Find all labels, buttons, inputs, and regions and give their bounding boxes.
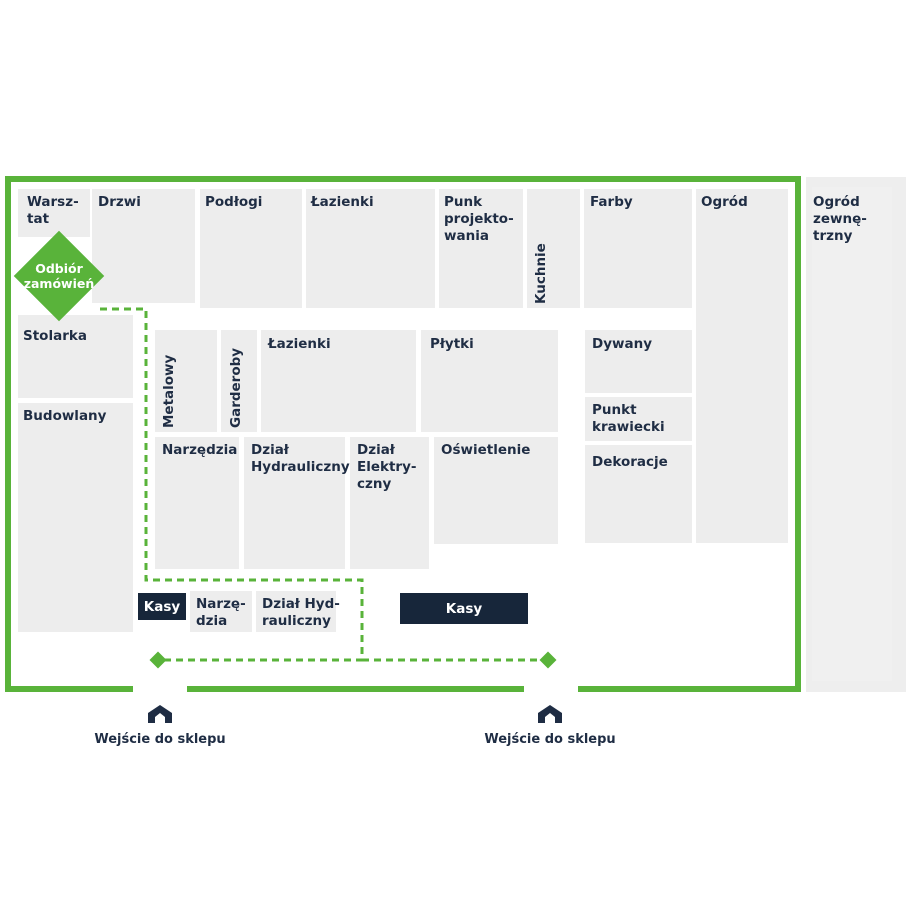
zone-label-dzial-hydrauliczny-mid: Dział Hydrauliczny bbox=[251, 442, 350, 475]
zone-metalowy[interactable] bbox=[155, 330, 217, 432]
store-wall-bottom-1 bbox=[5, 686, 133, 692]
store-wall-bottom-3 bbox=[578, 686, 801, 692]
entrance-arrow-icon bbox=[148, 705, 172, 723]
zone-label-budowlany: Budowlany bbox=[23, 408, 107, 424]
zone-budowlany[interactable] bbox=[18, 403, 133, 632]
zone-label-punkt-projektowania: Punk projekto- wania bbox=[444, 194, 514, 244]
entrance-left[interactable]: Wejście do sklepu bbox=[80, 704, 240, 747]
zone-garderoby[interactable] bbox=[221, 330, 257, 432]
pickup-label: Odbiór zamówień bbox=[23, 261, 95, 291]
zone-label-dzial-hydrauliczny-small: Dział Hyd- rauliczny bbox=[262, 596, 340, 629]
zone-label-drzwi: Drzwi bbox=[98, 194, 141, 210]
zone-dekoracje[interactable] bbox=[585, 445, 692, 543]
zone-ogrod-zewnetrzny[interactable] bbox=[812, 187, 892, 681]
zone-label-ogrod: Ogród bbox=[701, 194, 748, 210]
zone-dzial-hydrauliczny-small[interactable] bbox=[256, 591, 336, 632]
zone-drzwi[interactable] bbox=[92, 189, 195, 303]
zone-label-warsztat: Warsz- tat bbox=[27, 194, 79, 227]
zone-label-oswietlenie: Oświetlenie bbox=[441, 442, 531, 458]
zone-stolarka[interactable] bbox=[18, 315, 133, 398]
zone-oswietlenie[interactable] bbox=[434, 437, 558, 544]
entrance-left-label: Wejście do sklepu bbox=[94, 732, 226, 747]
zone-farby[interactable] bbox=[584, 189, 692, 308]
zone-dzial-hydrauliczny-mid[interactable] bbox=[244, 437, 345, 569]
zone-label-farby: Farby bbox=[590, 194, 633, 210]
zone-punkt-projektowania[interactable] bbox=[439, 189, 523, 308]
zone-label-lazienki-top: Łazienki bbox=[311, 194, 374, 210]
zone-label-stolarka: Stolarka bbox=[23, 328, 87, 344]
pickup-badge[interactable]: Odbiór zamówień bbox=[13, 230, 105, 322]
zone-label-dywany: Dywany bbox=[592, 336, 652, 352]
zone-lazienki-top[interactable] bbox=[306, 189, 435, 308]
zone-podlogi[interactable] bbox=[200, 189, 302, 308]
store-wall-left bbox=[5, 176, 11, 692]
zone-ogrod[interactable] bbox=[696, 189, 788, 543]
zone-label-dekoracje: Dekoracje bbox=[592, 454, 668, 470]
zone-label-podlogi: Podłogi bbox=[205, 194, 263, 210]
checkout-kasy-large[interactable]: Kasy bbox=[400, 593, 528, 624]
zone-narzedzia-small[interactable] bbox=[190, 591, 252, 632]
zone-label-narzedzia-small: Narzę- dzia bbox=[196, 596, 246, 629]
zone-warsztat[interactable] bbox=[18, 189, 90, 237]
zone-punkt-krawiecki[interactable] bbox=[585, 397, 692, 441]
zone-plytki[interactable] bbox=[421, 330, 558, 432]
route-node-left bbox=[149, 651, 167, 669]
zone-label-punkt-krawiecki: Punkt krawiecki bbox=[592, 402, 665, 435]
zone-dywany[interactable] bbox=[585, 330, 692, 393]
entrance-right[interactable]: Wejście do sklepu bbox=[470, 704, 630, 747]
checkout-kasy-small[interactable]: Kasy bbox=[138, 593, 186, 620]
zone-narzedzia-mid[interactable] bbox=[155, 437, 239, 569]
zone-kuchnie[interactable] bbox=[527, 189, 580, 308]
store-wall-right bbox=[795, 176, 801, 692]
zone-lazienki-mid[interactable] bbox=[261, 330, 416, 432]
zone-dzial-elektryczny[interactable] bbox=[350, 437, 429, 569]
store-wall-bottom-2 bbox=[187, 686, 524, 692]
zone-label-narzedzia-mid: Narzędzia bbox=[162, 442, 238, 458]
zone-label-ogrod-zewnetrzny: Ogród zewnę- trzny bbox=[813, 194, 867, 244]
zone-label-plytki: Płytki bbox=[430, 336, 474, 352]
entrance-right-label: Wejście do sklepu bbox=[484, 732, 616, 747]
zone-label-lazienki-mid: Łazienki bbox=[268, 336, 331, 352]
route-line bbox=[100, 307, 364, 662]
route-node-right bbox=[539, 651, 557, 669]
entrance-arrow-icon bbox=[538, 705, 562, 723]
zone-label-dzial-elektryczny: Dział Elektry- czny bbox=[357, 442, 417, 492]
store-wall-top bbox=[5, 176, 801, 182]
